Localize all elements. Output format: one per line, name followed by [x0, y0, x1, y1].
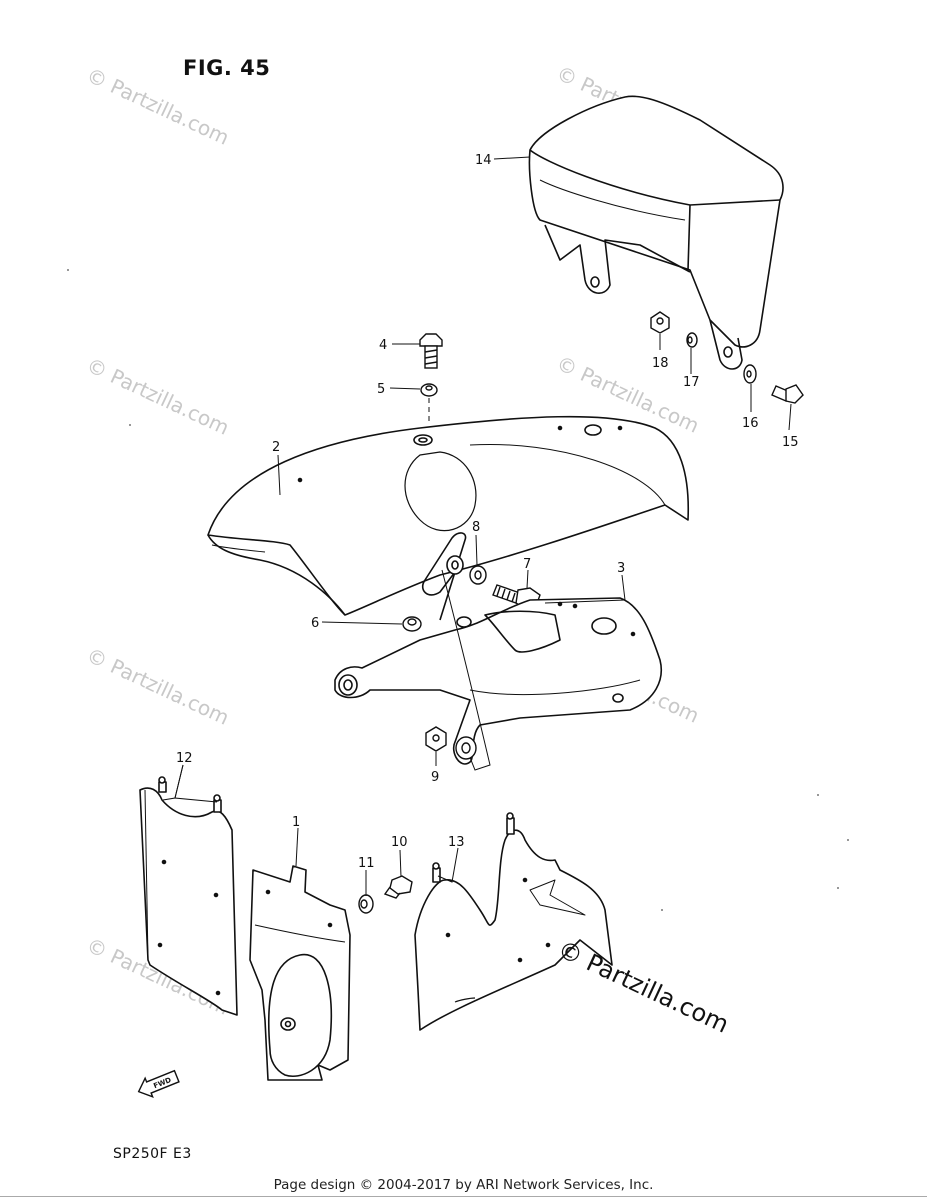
page-footer: Page design © 2004-2017 by ARI Network S…: [273, 1177, 654, 1193]
part-15-bolt: [771, 384, 804, 404]
specks: [67, 269, 849, 911]
callout-5: 5: [377, 382, 385, 397]
leader-lines: [162, 156, 792, 896]
callout-12: 12: [176, 751, 193, 766]
callout-11: 11: [358, 856, 375, 871]
part-6-grommet: [402, 616, 422, 632]
callout-2: 2: [272, 440, 280, 455]
model-code: SP250F E3: [113, 1146, 192, 1162]
part-5-collar: [420, 383, 438, 397]
part-12-mud-flap: [139, 776, 238, 1016]
part-9-nut: [425, 726, 447, 752]
fwd-arrow-icon: FWD: [137, 1069, 180, 1098]
callout-3: 3: [617, 561, 625, 576]
part-2-rear-fender: [207, 415, 690, 616]
callout-18: 18: [652, 356, 669, 371]
watermark-5: © Partzilla.com: [83, 643, 233, 730]
part-3-strap: [441, 569, 491, 771]
part-10-bolt: [383, 875, 413, 899]
part-16-washer: [743, 364, 757, 384]
callout-6: 6: [311, 616, 319, 631]
callout-8: 8: [472, 520, 480, 535]
part-8-spacer: [469, 565, 487, 585]
part-3-fender-bracket: [334, 532, 662, 765]
callout-15: 15: [782, 435, 799, 450]
callout-1: 1: [292, 815, 300, 830]
callout-4: 4: [379, 338, 387, 353]
footer-divider: [0, 1196, 927, 1197]
part-17-collar: [686, 332, 698, 348]
callout-13: 13: [448, 835, 465, 850]
callout-17: 17: [683, 375, 700, 390]
figure-title: FIG. 45: [183, 56, 271, 80]
callouts: 14 18 17 16 15 4 5 2 8 7 3 6 9 12 1 10 1…: [176, 153, 799, 871]
callout-14: 14: [475, 153, 492, 168]
callout-9: 9: [431, 770, 439, 785]
callout-7: 7: [523, 557, 531, 572]
callout-16: 16: [742, 416, 759, 431]
partzilla-watermark: © Partzilla.com: [553, 935, 733, 1039]
watermark-3: © Partzilla.com: [83, 353, 233, 440]
part-11-collar: [358, 894, 374, 914]
part-18-nut: [650, 311, 670, 334]
part-3-lower-lug: [455, 736, 477, 760]
part-4-bolt: [419, 333, 443, 369]
part-1-inner-plate: [249, 865, 351, 1081]
part-13-mud-flap: [414, 812, 613, 1031]
callout-10: 10: [391, 835, 408, 850]
part-14-tail-cowl: [528, 95, 784, 370]
